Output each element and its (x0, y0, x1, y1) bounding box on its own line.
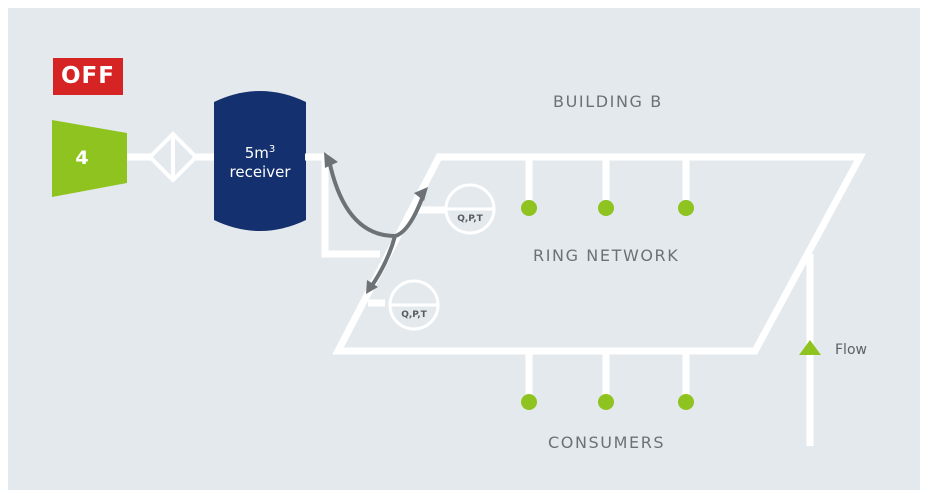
receiver-name: receiver (229, 163, 291, 181)
flow-arrow-icon (799, 340, 821, 355)
arrow-head-upper (414, 187, 428, 201)
status-badge: OFF (53, 58, 123, 95)
flow-direction-arrows (327, 158, 426, 289)
arrow-head-lower (366, 280, 378, 294)
consumer-dot (521, 394, 537, 410)
arrow-heads (324, 152, 428, 294)
consumer-dot (678, 200, 694, 216)
sensor-label-lower: Q,P,T (401, 310, 427, 320)
receiver-label: 5m3 receiver (214, 140, 306, 182)
filter-icon (147, 131, 199, 183)
arrow-head-receiver (324, 152, 338, 168)
sensor-label-upper: Q,P,T (457, 214, 483, 224)
consumers-label: CONSUMERS (548, 433, 666, 452)
building-label: BUILDING B (553, 92, 663, 111)
flow-label: Flow (835, 342, 867, 358)
lower-consumer-branches (525, 351, 690, 395)
compressor-icon (52, 120, 127, 197)
compressor-number: 4 (75, 147, 89, 169)
ring-network-label: RING NETWORK (533, 246, 680, 265)
diagram-panel (8, 8, 920, 490)
consumer-dots (521, 200, 694, 410)
consumer-dot (598, 394, 614, 410)
receiver-tank (214, 91, 306, 231)
consumer-dot (598, 200, 614, 216)
flow-sensor-lower (388, 279, 440, 331)
receiver-size-sup: 3 (268, 144, 276, 155)
flow-sensor-upper (444, 183, 496, 235)
upper-consumer-branches (525, 157, 690, 200)
consumer-dot (678, 394, 694, 410)
outlet-pipe (305, 153, 380, 258)
consumer-dot (521, 200, 537, 216)
receiver-size: 5m (244, 144, 269, 162)
